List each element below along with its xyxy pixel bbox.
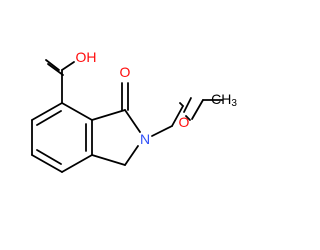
bond-o-ethyl	[185, 115, 191, 121]
bond-cooh-o-1	[45, 59, 60, 71]
atom-ch3: CH3	[211, 91, 237, 109]
atom-o-carbonyl: O	[120, 64, 131, 80]
bond-c4-c5	[31, 102, 63, 121]
atom-ch3-label: CH3	[211, 91, 237, 109]
atom-label-layer: OH O N O CH3	[76, 49, 238, 147]
bond-o-ch2	[183, 97, 192, 113]
atom-n-label: N	[140, 131, 150, 147]
bond-n-c1	[124, 145, 139, 166]
atom-ch3-main: CH	[211, 91, 231, 107]
structure-diagram: OH O N O CH3	[31, 49, 238, 173]
bond-c7-c7a	[61, 154, 93, 173]
atom-o-ether: O	[179, 114, 190, 130]
bond-n-ch2	[151, 125, 173, 137]
bond-ch2-o	[179, 102, 184, 107]
bond-c3a-c3	[91, 109, 126, 121]
bond-c3a-c4	[61, 102, 93, 121]
atom-oh-label: OH	[76, 49, 97, 65]
atom-o-ether-label: O	[179, 114, 190, 130]
bond-cooh-oh	[61, 61, 75, 71]
bond-c6-c7	[31, 154, 63, 173]
bond-c1-c7a	[91, 154, 126, 166]
bond-cooh-o-2	[47, 63, 64, 76]
bond-c3-n	[124, 109, 141, 133]
bond-c4-c5-inner	[36, 110, 62, 126]
atom-n: N	[140, 131, 150, 147]
bond-ethyl-ch2	[191, 99, 204, 120]
atom-oh: OH	[76, 49, 97, 65]
bond-ch2-ch2	[171, 105, 184, 127]
bond-layer	[31, 59, 223, 173]
bond-c6-c7-inner	[36, 149, 62, 165]
atom-o-carbonyl-label: O	[120, 64, 131, 80]
atom-ch3-subscript: 3	[231, 98, 237, 109]
